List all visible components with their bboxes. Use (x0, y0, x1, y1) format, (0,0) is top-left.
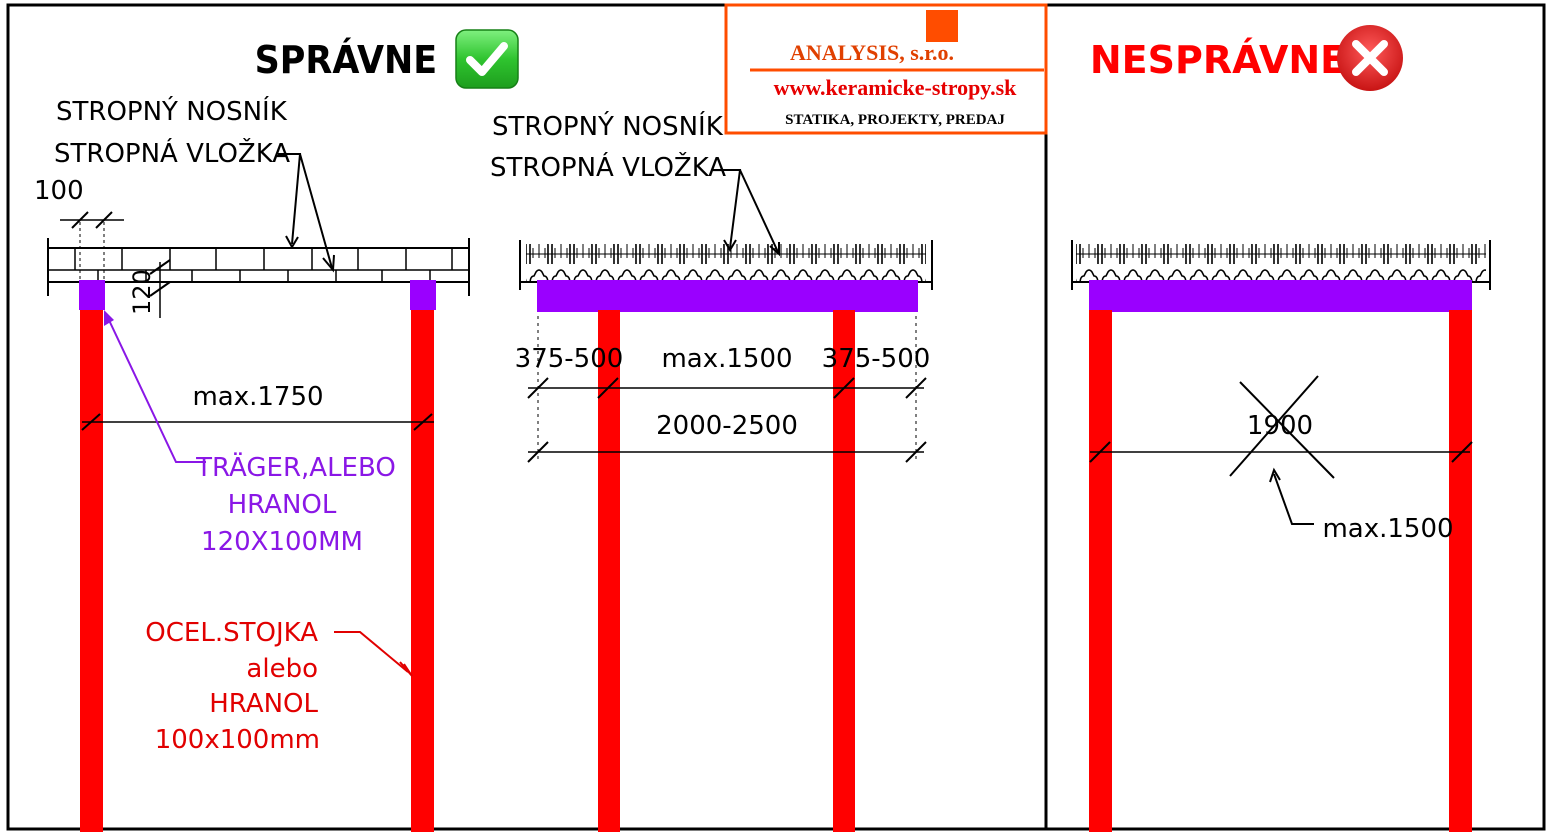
middle-insert-label: STROPNÁ VLOŽKA (490, 151, 726, 183)
stojka-label-3: HRANOL (209, 689, 318, 719)
stojka-label-2: alebo (246, 654, 318, 684)
incorrect-left-column (1089, 310, 1112, 832)
dim-wrong-span: 1900 (1247, 411, 1313, 441)
middle-right-column (833, 310, 855, 832)
strike-cross (1229, 375, 1335, 479)
dim-support-width: 100 (34, 176, 84, 206)
middle-leader-lines (716, 169, 779, 253)
incorrect-right-column (1449, 310, 1472, 832)
correct-insert-label: STROPNÁ VLOŽKA (54, 137, 290, 169)
logo-website[interactable]: www.keramicke-stropy.sk (774, 75, 1018, 100)
middle-section: STROPNÝ NOSNÍK STROPNÁ VLOŽKA 375-500 ma… (490, 110, 933, 832)
dim-total-length: 2000-2500 (656, 411, 798, 441)
trager-label-2: HRANOL (228, 490, 337, 520)
correct-beam-label: STROPNÝ NOSNÍK (56, 95, 288, 127)
correct-left-beam-block (79, 280, 105, 310)
stojka-label-1: OCEL.STOJKA (145, 618, 318, 648)
dim-span: max.1750 (192, 382, 323, 412)
trager-label-1: TRÄGER,ALEBO (195, 451, 396, 483)
correct-section: SPRÁVNE STROPNÝ NOSNÍK STROPNÁ VLOŽKA 10… (34, 29, 519, 832)
middle-left-column (598, 310, 620, 832)
correct-right-beam-block (410, 280, 436, 310)
stojka-leader (334, 631, 409, 673)
correct-slab (47, 238, 470, 296)
logo-company-name: ANALYSIS, s.r.o. (790, 40, 954, 65)
middle-beam (537, 280, 918, 312)
correct-badge (455, 29, 519, 89)
dim-overhang-left: 375-500 (515, 344, 624, 374)
trager-leader (107, 317, 206, 463)
incorrect-heading: NESPRÁVNE (1090, 38, 1346, 82)
logo-square-icon (926, 10, 958, 42)
incorrect-section: NESPRÁVNE 1900 max.1500 (1071, 25, 1491, 832)
company-logo: ANALYSIS, s.r.o. www.keramicke-stropy.sk… (724, 3, 1048, 135)
checkmark-icon (466, 42, 508, 76)
dim-middle-span: max.1500 (661, 344, 792, 374)
correct-heading: SPRÁVNE (255, 37, 438, 83)
logo-services: STATIKA, PROJEKTY, PREDAJ (785, 112, 1005, 128)
incorrect-beam (1089, 280, 1472, 312)
stojka-label-4: 100x100mm (155, 725, 320, 755)
incorrect-badge (1337, 25, 1403, 91)
dim-max-span: max.1500 (1322, 514, 1453, 544)
dim-beam-height: 120 (128, 269, 156, 315)
correct-left-column (80, 308, 103, 832)
correct-leader-lines (278, 153, 333, 269)
incorrect-leader (1273, 473, 1314, 525)
correct-right-column (411, 308, 434, 832)
middle-beam-label: STROPNÝ NOSNÍK (492, 110, 724, 142)
dim-overhang-right: 375-500 (822, 344, 931, 374)
trager-label-3: 120X100MM (201, 527, 363, 557)
cross-icon (1352, 40, 1388, 76)
